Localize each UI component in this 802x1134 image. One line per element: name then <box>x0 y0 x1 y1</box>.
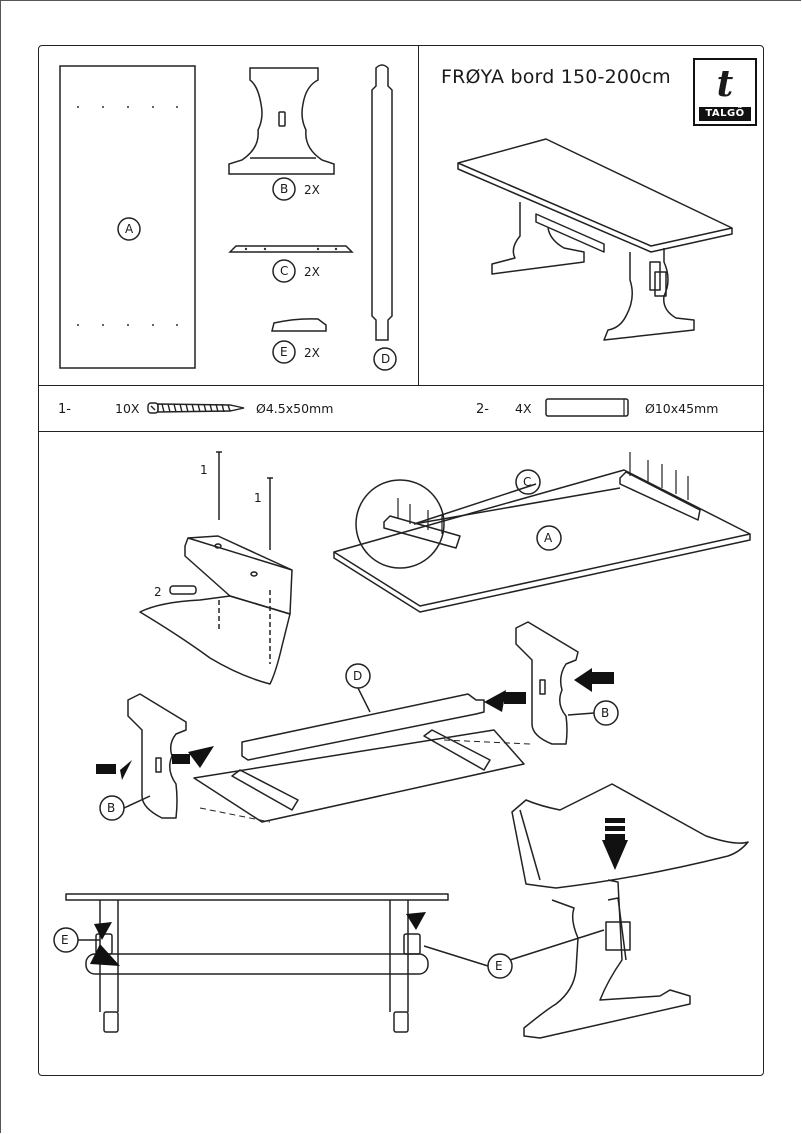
brand-logo-text: TALGÖ <box>699 107 751 121</box>
instruction-sheet <box>38 45 764 1076</box>
detail-dowel-label: 2 <box>154 585 162 599</box>
dowel-quantity: 4X <box>515 401 532 416</box>
part-a-label: A <box>125 222 134 236</box>
part-e-qty: 2X <box>304 346 320 360</box>
product-title: FRØYA bord 150-200cm <box>441 66 671 88</box>
part-c-cleat <box>228 245 354 253</box>
part-d-label: D <box>381 352 390 366</box>
part-d-stretcher <box>371 64 393 341</box>
detail-screw-label-1: 1 <box>200 463 208 477</box>
step-1-number: 1- <box>58 402 71 417</box>
part-c-label: C <box>280 264 288 278</box>
parts-drawing: A B 2X C 2X E 2X D <box>59 64 397 371</box>
part-c-qty: 2X <box>304 265 320 279</box>
callout-b-right: B <box>601 706 609 720</box>
part-b-label: B <box>280 182 288 196</box>
part-b-leg <box>228 67 335 175</box>
divider-parts <box>39 385 763 386</box>
dowel-size: Ø10x45mm <box>645 401 719 416</box>
callout-e-left: E <box>61 933 69 947</box>
step-2-number: 2- <box>476 402 489 417</box>
screw-size: Ø4.5x50mm <box>256 401 334 416</box>
part-e-label: E <box>280 345 288 359</box>
brand-logo-mark: t <box>716 63 734 105</box>
callout-d: D <box>353 669 362 683</box>
dowel-icon <box>545 398 629 417</box>
divider-vertical <box>418 46 419 385</box>
callout-c: C <box>523 475 531 489</box>
assembly-drawing: 1 1 2 A C D B B E E <box>53 451 751 1039</box>
callout-b-left: B <box>107 801 115 815</box>
callout-a: A <box>544 531 553 545</box>
part-b-qty: 2X <box>304 183 320 197</box>
part-e-wedge <box>271 318 327 332</box>
brand-logo: t TALGÖ <box>693 58 757 126</box>
detail-screw-label-2: 1 <box>254 491 262 505</box>
assembled-table-illustration <box>457 138 733 341</box>
screw-quantity: 10X <box>115 401 140 416</box>
callout-e-right: E <box>495 959 503 973</box>
divider-hardware <box>39 431 763 432</box>
screw-icon <box>147 402 245 414</box>
part-a-tabletop <box>59 65 196 369</box>
